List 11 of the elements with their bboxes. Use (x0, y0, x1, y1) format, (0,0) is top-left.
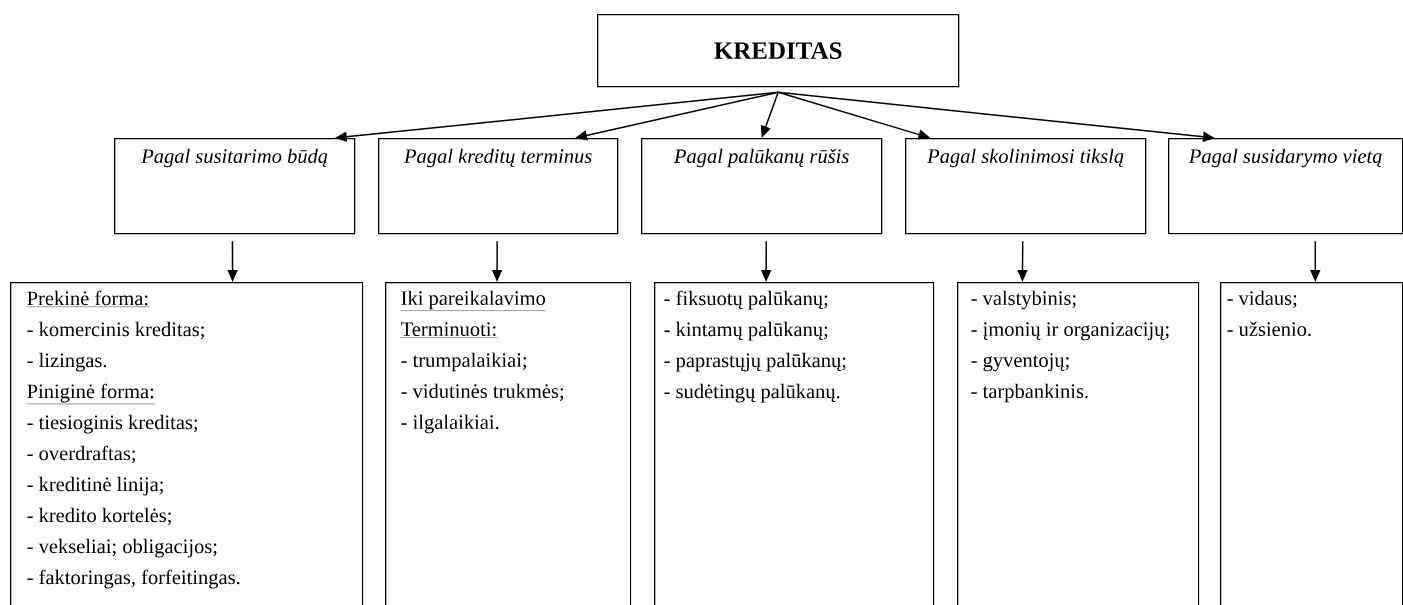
category-box: Pagal kreditų terminus (378, 138, 619, 235)
category-box: Pagal susitarimo būdą (114, 138, 356, 235)
list-box: - fiksuotų palūkanų; - kintamų palūkanų; - paprastųjų palūkanų; - sudėtingų palūkanų. (654, 282, 935, 605)
list-box: - vidaus; - užsienio. (1220, 282, 1403, 605)
list-box: Prekinė forma: - komercinis kreditas; - lizingas. Piniginė forma: - tiesioginis kreditas; - overdraftas; - kreditinė linija; - kredito kortelės; - vekseliai; obligacijos; - faktoringas, forfeitingas. (10, 282, 364, 605)
category-box: Pagal susidarymo vietą (1168, 138, 1403, 235)
list-box: - valstybinis; - įmonių ir organizacijų; - gyventojų; - tarpbankinis. (957, 282, 1200, 605)
list-box: Iki pareikalavimo Terminuoti: - trumpalaikiai; - vidutinės trukmės; - ilgalaikiai. (385, 282, 632, 605)
category-box: Pagal palūkanų rūšis (641, 138, 883, 235)
title-box: KREDITAS (597, 14, 960, 88)
category-box: Pagal skolinimosi tikslą (905, 138, 1147, 235)
